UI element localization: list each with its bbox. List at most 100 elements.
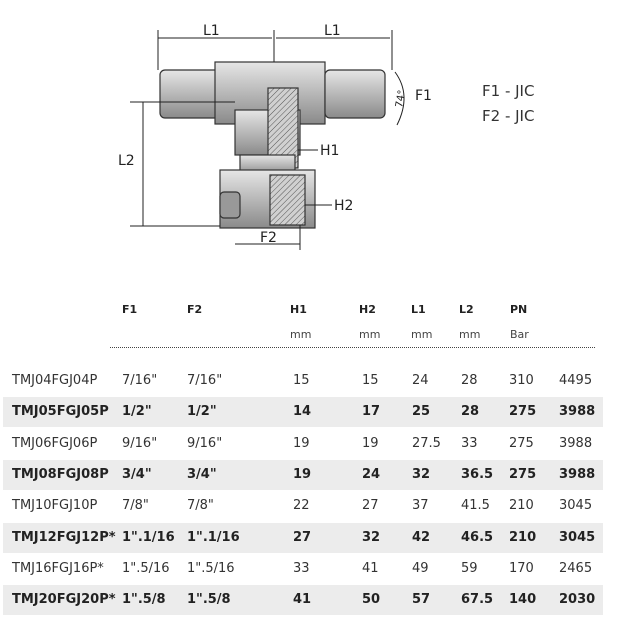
cell-f2: 9/16" [187,435,223,451]
cell-pn-psi: 3045 [559,498,593,514]
cell-h2: 32 [362,529,381,545]
unit-h2: mm [359,328,381,341]
header-h2: H2 [359,303,376,316]
cell-pn-bar: 210 [509,498,534,514]
cell-l2: 36.5 [461,466,494,482]
cell-h1: 27 [293,529,312,545]
cell-f1: 7/8" [122,498,149,514]
table-row: TMJ10FGJ10P 7/8" 7/8" 22 27 37 41.5 210 3045 [3,491,603,521]
cell-f1: 7/16" [122,373,158,388]
cell-h1: 19 [293,466,312,482]
cell-l2: 28 [461,404,480,420]
fitting-technical-drawing: L1 L1 F1 74° H1 L2 H2 F2 [118,23,432,250]
cell-l1: 49 [412,560,429,576]
header-l1: L1 [411,303,426,316]
cell-part-code: TMJ16FGJ16P* [12,560,104,576]
cell-l1: 25 [412,404,431,420]
cell-h2: 24 [362,466,381,482]
cell-h2: 17 [362,404,381,420]
cell-l1: 27.5 [412,435,441,451]
cell-pn-bar: 210 [509,529,537,545]
cell-part-code: TMJ06FGJ06P [12,435,98,451]
cell-f2: 1/2" [187,404,217,420]
cell-l1: 24 [412,373,429,388]
cell-part-code: TMJ05FGJ05P [12,404,109,420]
header-h1: H1 [290,303,307,316]
cell-pn-psi: 3988 [559,404,596,420]
cell-pn-bar: 170 [509,560,534,576]
header-f2: F2 [187,303,203,316]
dimension-lines [130,30,405,250]
cell-part-code: TMJ20FGJ20P* [12,592,116,608]
cell-f1: 1".5/8 [122,592,166,608]
dim-l2: L2 [118,153,135,169]
cell-f1: 1/2" [122,404,152,420]
cell-h1: 22 [293,498,310,514]
header-pn: PN [510,303,528,316]
spec-f1: F1 - JIC [482,82,535,100]
cell-f1: 9/16" [122,435,158,451]
cell-f2: 1".5/8 [187,592,231,608]
cell-l2: 41.5 [461,498,490,514]
cell-pn-bar: 140 [509,592,537,608]
unit-pn: Bar [510,328,529,341]
spec-f2: F2 - JIC [482,107,535,125]
cell-h1: 14 [293,404,312,420]
dim-h2: H2 [334,198,353,214]
cell-f2: 1".5/16 [187,560,235,576]
unit-l2: mm [459,328,481,341]
header-l2: L2 [459,303,474,316]
cell-l1: 57 [412,592,431,608]
cell-l2: 67.5 [461,592,494,608]
cell-pn-psi: 3988 [559,466,596,482]
unit-h1: mm [290,328,312,341]
cell-pn-bar: 310 [509,373,534,388]
cell-pn-psi: 2465 [559,560,593,576]
dim-f1: F1 [415,88,432,104]
table-row: TMJ16FGJ16P* 1".5/16 1".5/16 33 41 49 59 170 246… [3,554,603,584]
table-row: TMJ04FGJ04P 7/16" 7/16" 15 15 24 28 310 4495 [3,366,603,396]
table-row: TMJ05FGJ05P 1/2" 1/2" 14 17 25 28 275 3988 [3,397,603,428]
cell-l2: 33 [461,435,478,451]
cell-h2: 19 [362,435,379,451]
cell-l1: 32 [412,466,431,482]
cell-h1: 33 [293,560,310,576]
cell-l1: 37 [412,498,429,514]
cell-part-code: TMJ04FGJ04P [12,373,98,388]
cell-h1: 15 [293,373,310,388]
cell-f1: 1".5/16 [122,560,170,576]
cell-l2: 28 [461,373,478,388]
cell-part-code: TMJ10FGJ10P [12,498,98,514]
cell-part-code: TMJ12FGJ12P* [12,529,116,545]
unit-l1: mm [411,328,433,341]
cell-h2: 15 [362,373,379,388]
cell-f1: 1".1/16 [122,529,175,545]
cell-pn-psi: 4495 [559,373,593,388]
cell-h2: 27 [362,498,379,514]
cell-pn-bar: 275 [509,404,537,420]
cell-pn-psi: 2030 [559,592,596,608]
cell-h2: 50 [362,592,381,608]
cell-h2: 41 [362,560,379,576]
fitting-body [159,61,386,229]
cell-l2: 46.5 [461,529,494,545]
table-row: TMJ20FGJ20P* 1".5/8 1".5/8 41 50 57 67.5 140 203… [3,585,603,616]
dim-f2: F2 [260,230,277,246]
cell-part-code: TMJ08FGJ08P [12,466,109,482]
cell-l1: 42 [412,529,431,545]
cell-pn-psi: 3988 [559,435,593,451]
cell-f2: 7/16" [187,373,223,388]
cell-h1: 19 [293,435,310,451]
cell-pn-psi: 3045 [559,529,596,545]
dim-angle: 74° [394,89,408,108]
cell-l2: 59 [461,560,478,576]
cell-f2: 3/4" [187,466,217,482]
cell-h1: 41 [293,592,312,608]
dim-l1-right: L1 [324,23,341,39]
cell-f2: 7/8" [187,498,214,514]
header-f1: F1 [122,303,138,316]
dim-h1: H1 [320,143,339,159]
